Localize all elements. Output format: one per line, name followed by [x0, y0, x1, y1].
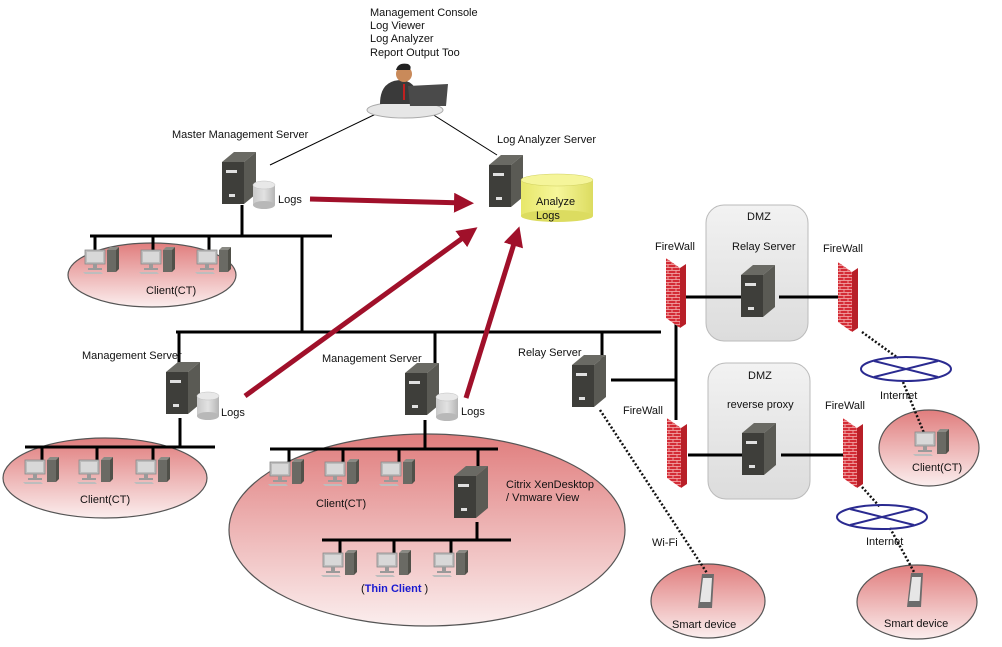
vdi-server-line-1: Citrix XenDesktop: [506, 479, 594, 491]
thin-client-label: (Thin Client): [361, 583, 428, 595]
analyze-logs-line-1: Analyze: [536, 196, 575, 208]
console-line-4: Report Output Too: [370, 47, 460, 59]
smart-device-wifi-label: Smart device: [672, 619, 736, 631]
master-logs-label: Logs: [278, 194, 302, 206]
mgmt-left-logs-label: Logs: [221, 407, 245, 419]
client-pc-icon: [22, 456, 60, 485]
console-line-3: Log Analyzer: [370, 33, 434, 45]
dmz-bottom-server-label: reverse proxy: [727, 399, 794, 411]
thin-client-text: Thin Client: [365, 583, 422, 595]
console-line-2: Log Viewer: [370, 20, 425, 32]
dmz-relay-server-icon: [741, 265, 775, 317]
wifi-label: Wi-Fi: [652, 537, 678, 549]
analyze-logs-db-icon: [520, 173, 594, 222]
dmz-top-zone-label: DMZ: [747, 211, 771, 223]
smart-device-internet-label: Smart device: [884, 618, 948, 630]
firewall-2-icon: [838, 262, 858, 332]
thin-client-pc-icon: [431, 549, 469, 578]
internet-icon-top: [860, 356, 952, 382]
client-pc-icon: [267, 458, 305, 487]
firewall-2-label: FireWall: [823, 243, 863, 255]
internet-top-label: Internet: [880, 390, 917, 402]
client-zone-remote: [878, 409, 980, 487]
mgmt-server-center-label: Management Server: [322, 353, 422, 365]
thin-client-pc-icon: [320, 549, 358, 578]
master-db-icon: [252, 180, 276, 210]
vdi-server-line-2: / Vmware View: [506, 492, 579, 504]
firewall-1-icon: [666, 258, 686, 328]
firewall-4-icon: [843, 418, 863, 488]
arrow-center-to-analyzer: [463, 226, 523, 399]
thin-client-pc-icon: [374, 549, 412, 578]
analyze-logs-line-2: Logs: [536, 210, 560, 222]
master-server-label: Master Management Server: [172, 129, 309, 141]
client-pc-icon: [138, 246, 176, 275]
client-zone-remote-label: Client(CT): [912, 462, 962, 474]
client-pc-icon: [82, 246, 120, 275]
arrow-master-to-analyzer: [309, 192, 474, 213]
log-arrows: [243, 192, 523, 399]
mgmt-server-left-icon: [166, 362, 200, 414]
log-analyzer-label: Log Analyzer Server: [497, 134, 596, 146]
dmz-top-server-label: Relay Server: [732, 241, 796, 253]
internet-bottom-label: Internet: [866, 536, 903, 548]
dmz-bottom-zone-label: DMZ: [748, 370, 772, 382]
vdi-server-icon: [454, 466, 488, 518]
firewall-1-label: FireWall: [655, 241, 695, 253]
relay-server-internal-icon: [572, 355, 606, 407]
relay-server-internal-label: Relay Server: [518, 347, 582, 359]
mgmt-server-center-icon: [405, 363, 439, 415]
mgmt-left-db-icon: [196, 391, 220, 421]
dotted-links: [598, 330, 926, 574]
console-line-1: Management Console: [370, 7, 478, 19]
master-server-icon: [222, 152, 256, 204]
remote-client-pc-icon: [912, 428, 950, 457]
internet-icon-bottom: [836, 504, 928, 530]
thin-client-open-paren: (: [361, 583, 365, 595]
firewall-3-icon: [667, 418, 687, 488]
thin-client-close-paren: ): [425, 583, 429, 595]
client-pc-icon: [133, 456, 171, 485]
log-analyzer-server-icon: [489, 155, 523, 207]
client-pc-icon: [76, 456, 114, 485]
mgmt-server-left-label: Management Server: [82, 350, 182, 362]
management-console: [366, 63, 448, 119]
mgmt-center-logs-label: Logs: [461, 406, 485, 418]
client-pc-icon: [322, 458, 360, 487]
client-zone-left-label: Client(CT): [80, 494, 130, 506]
client-zone-top-label: Client(CT): [146, 285, 196, 297]
dmz-reverse-proxy-icon: [742, 423, 776, 475]
client-pc-icon: [378, 458, 416, 487]
firewall-3-label: FireWall: [623, 405, 663, 417]
client-zone-center-label: Client(CT): [316, 498, 366, 510]
firewall-4-label: FireWall: [825, 400, 865, 412]
network-links: [25, 111, 845, 553]
arrow-left-to-analyzer: [243, 227, 478, 399]
client-pc-icon: [194, 246, 232, 275]
mgmt-center-db-icon: [435, 392, 459, 422]
monitor-icon: [408, 84, 448, 106]
